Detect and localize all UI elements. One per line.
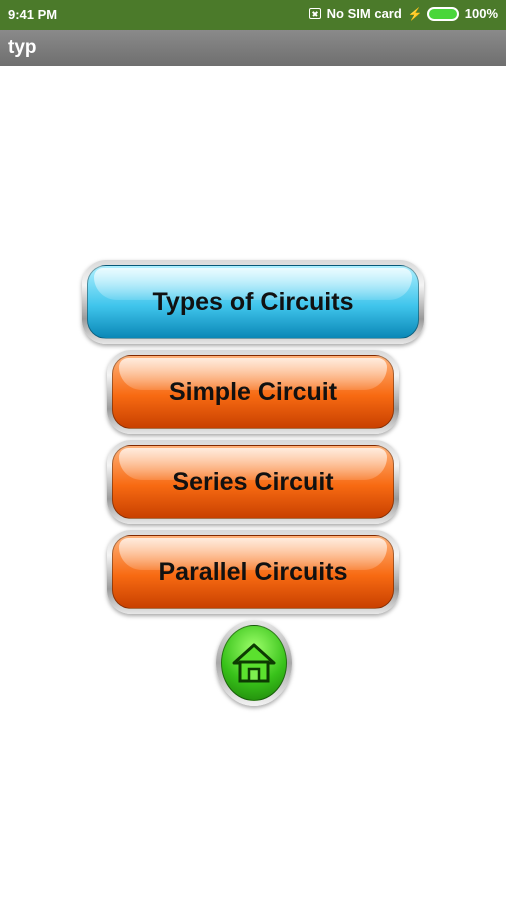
- home-button[interactable]: [216, 620, 292, 706]
- battery-icon: [426, 6, 459, 21]
- simple-circuit-label: Simple Circuit: [168, 377, 338, 406]
- series-circuit-button[interactable]: Series Circuit: [107, 440, 399, 524]
- app-bar: typ: [0, 30, 506, 66]
- parallel-circuits-button[interactable]: Parallel Circuits: [107, 530, 399, 614]
- types-of-circuits-button[interactable]: Types of Circuits: [82, 260, 424, 344]
- app-title: typ: [8, 37, 37, 58]
- status-indicators: No SIM card ⚡ 100%: [308, 6, 498, 21]
- status-time: 9:41 PM: [8, 7, 58, 22]
- no-sim-icon: [308, 8, 321, 19]
- battery-percent: 100%: [464, 6, 498, 21]
- status-bar: 9:41 PM No SIM card ⚡ 100%: [0, 0, 506, 30]
- sim-status-text: No SIM card: [326, 6, 402, 21]
- types-of-circuits-label: Types of Circuits: [152, 287, 354, 316]
- home-icon: [232, 643, 276, 683]
- bolt-icon: ⚡: [407, 6, 423, 21]
- simple-circuit-button[interactable]: Simple Circuit: [107, 350, 399, 434]
- parallel-circuits-label: Parallel Circuits: [158, 557, 348, 586]
- series-circuit-label: Series Circuit: [172, 467, 334, 496]
